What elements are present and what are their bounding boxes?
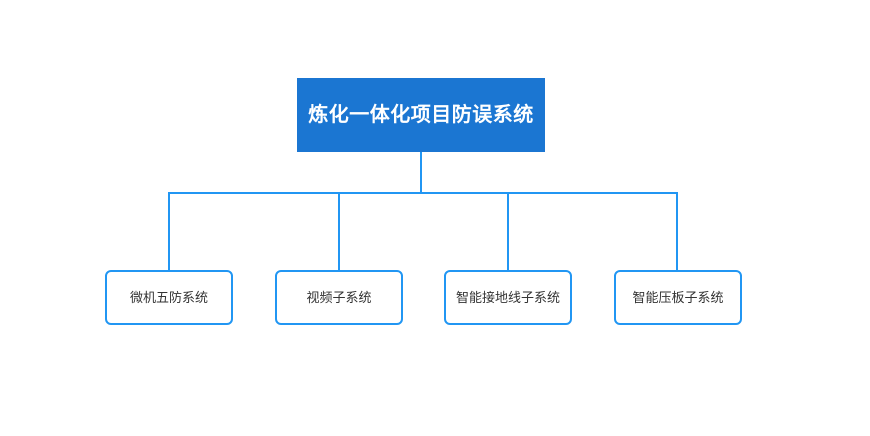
node-child-1[interactable]: 微机五防系统 bbox=[105, 270, 233, 325]
node-root-label: 炼化一体化项目防误系统 bbox=[308, 104, 534, 126]
node-child-3-label: 智能接地线子系统 bbox=[455, 289, 560, 305]
node-child-1-label: 微机五防系统 bbox=[129, 289, 208, 305]
node-root[interactable]: 炼化一体化项目防误系统 bbox=[297, 78, 545, 152]
node-child-2[interactable]: 视频子系统 bbox=[275, 270, 403, 325]
node-child-3[interactable]: 智能接地线子系统 bbox=[444, 270, 572, 325]
node-child-2-label: 视频子系统 bbox=[306, 289, 372, 305]
node-child-4-label: 智能压板子系统 bbox=[632, 289, 724, 305]
node-child-4[interactable]: 智能压板子系统 bbox=[614, 270, 742, 325]
